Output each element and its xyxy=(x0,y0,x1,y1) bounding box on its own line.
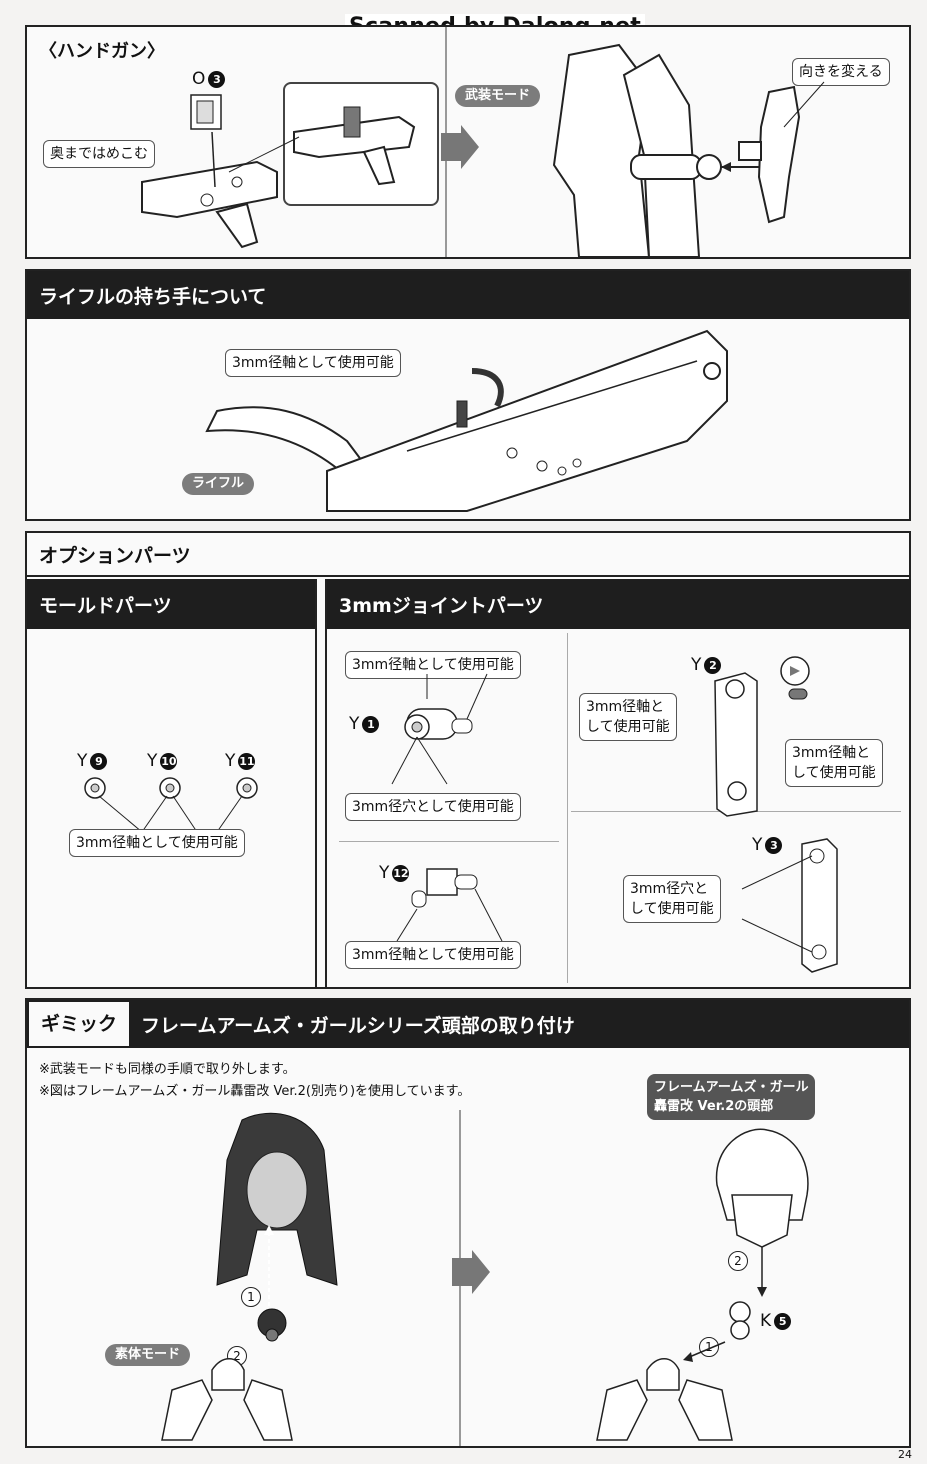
rifle-header: ライフルの持ち手について xyxy=(27,271,909,319)
armed-mode-drawing xyxy=(552,43,764,258)
mode-arrow xyxy=(441,125,479,169)
y12-shaft-note: 3mm径軸として使用可能 xyxy=(345,941,521,969)
rifle-part-drawing xyxy=(738,81,825,224)
body-left-drawing xyxy=(161,1358,293,1441)
neck-joint-drawing xyxy=(257,1308,287,1342)
hair-drawing xyxy=(216,1112,338,1310)
y2-note-a: 3mm径軸と して使用可能 xyxy=(579,693,677,741)
handgun-inset-drawing xyxy=(228,106,416,186)
rifle-title: ライフルの持ち手について xyxy=(39,285,267,308)
head-drawing xyxy=(715,1128,809,1297)
joint-title: 3mmジョイントパーツ xyxy=(339,594,544,617)
handgun-drawing xyxy=(141,131,278,249)
rifle-drawing xyxy=(205,329,728,512)
mold-header: モールドパーツ xyxy=(27,579,315,629)
head-label: フレームアームズ・ガール 轟雷改 Ver.2の頭部 xyxy=(647,1074,816,1120)
gimmick-tag: ギミック xyxy=(29,1002,130,1046)
mold-parts-drawing xyxy=(84,777,258,833)
y1-hole-note: 3mm径穴として使用可能 xyxy=(345,793,521,821)
step2-right: 2 xyxy=(728,1250,748,1271)
options-header: オプションパーツ xyxy=(27,533,909,577)
mold-note: 3mm径軸として使用可能 xyxy=(69,829,245,857)
y2-drawing xyxy=(714,656,810,817)
armed-mode-label: 武装モード xyxy=(455,85,541,107)
gimmick-header: ギミック フレームアームズ・ガールシリーズ頭部の取り付け xyxy=(27,1000,909,1048)
options-title: オプションパーツ xyxy=(39,544,191,567)
joint-header: 3mmジョイントパーツ xyxy=(327,579,911,629)
gimmick-arrow xyxy=(452,1250,490,1294)
joint-divider-v xyxy=(567,633,568,983)
y1-shaft-note: 3mm径軸として使用可能 xyxy=(345,651,521,679)
step1-right: 1 xyxy=(699,1336,719,1357)
y3-note: 3mm径穴と して使用可能 xyxy=(623,875,721,923)
rifle-label: ライフル xyxy=(182,473,255,495)
gimmick-panel: ギミック フレームアームズ・ガールシリーズ頭部の取り付け ※武装モードも同様の手… xyxy=(25,998,911,1448)
rifle-shaft-note: 3mm径軸として使用可能 xyxy=(225,349,401,377)
gimmick-note-1: ※武装モードも同様の手順で取り外します。 xyxy=(39,1062,296,1077)
body-right-drawing xyxy=(596,1341,733,1441)
rotate-note: 向きを変える xyxy=(792,58,890,86)
gimmick-title: フレームアームズ・ガールシリーズ頭部の取り付け xyxy=(141,1014,575,1037)
y1-drawing xyxy=(391,673,488,785)
y12-drawing xyxy=(396,868,503,942)
handgun-title: 〈ハンドガン〉 xyxy=(39,41,165,62)
joint-divider-h-left xyxy=(339,841,559,842)
page-number: 24 xyxy=(898,1448,912,1461)
handgun-part-o3-drawing xyxy=(190,94,222,130)
body-mode-label: 素体モード xyxy=(105,1344,191,1366)
mold-title: モールドパーツ xyxy=(39,594,172,617)
head-joint-drawing xyxy=(729,1301,751,1340)
y3-drawing xyxy=(741,838,838,973)
insert-note: 奥まではめこむ xyxy=(43,140,155,168)
step1-left: 1 xyxy=(241,1286,261,1307)
rifle-panel: ライフルの持ち手について 3mm径軸として使用可能 ライフル xyxy=(25,269,911,521)
y2-note-b: 3mm径軸と して使用可能 xyxy=(785,739,883,787)
gimmick-note-2: ※図はフレームアームズ・ガール轟雷改 Ver.2(別売り)を使用しています。 xyxy=(39,1084,471,1099)
